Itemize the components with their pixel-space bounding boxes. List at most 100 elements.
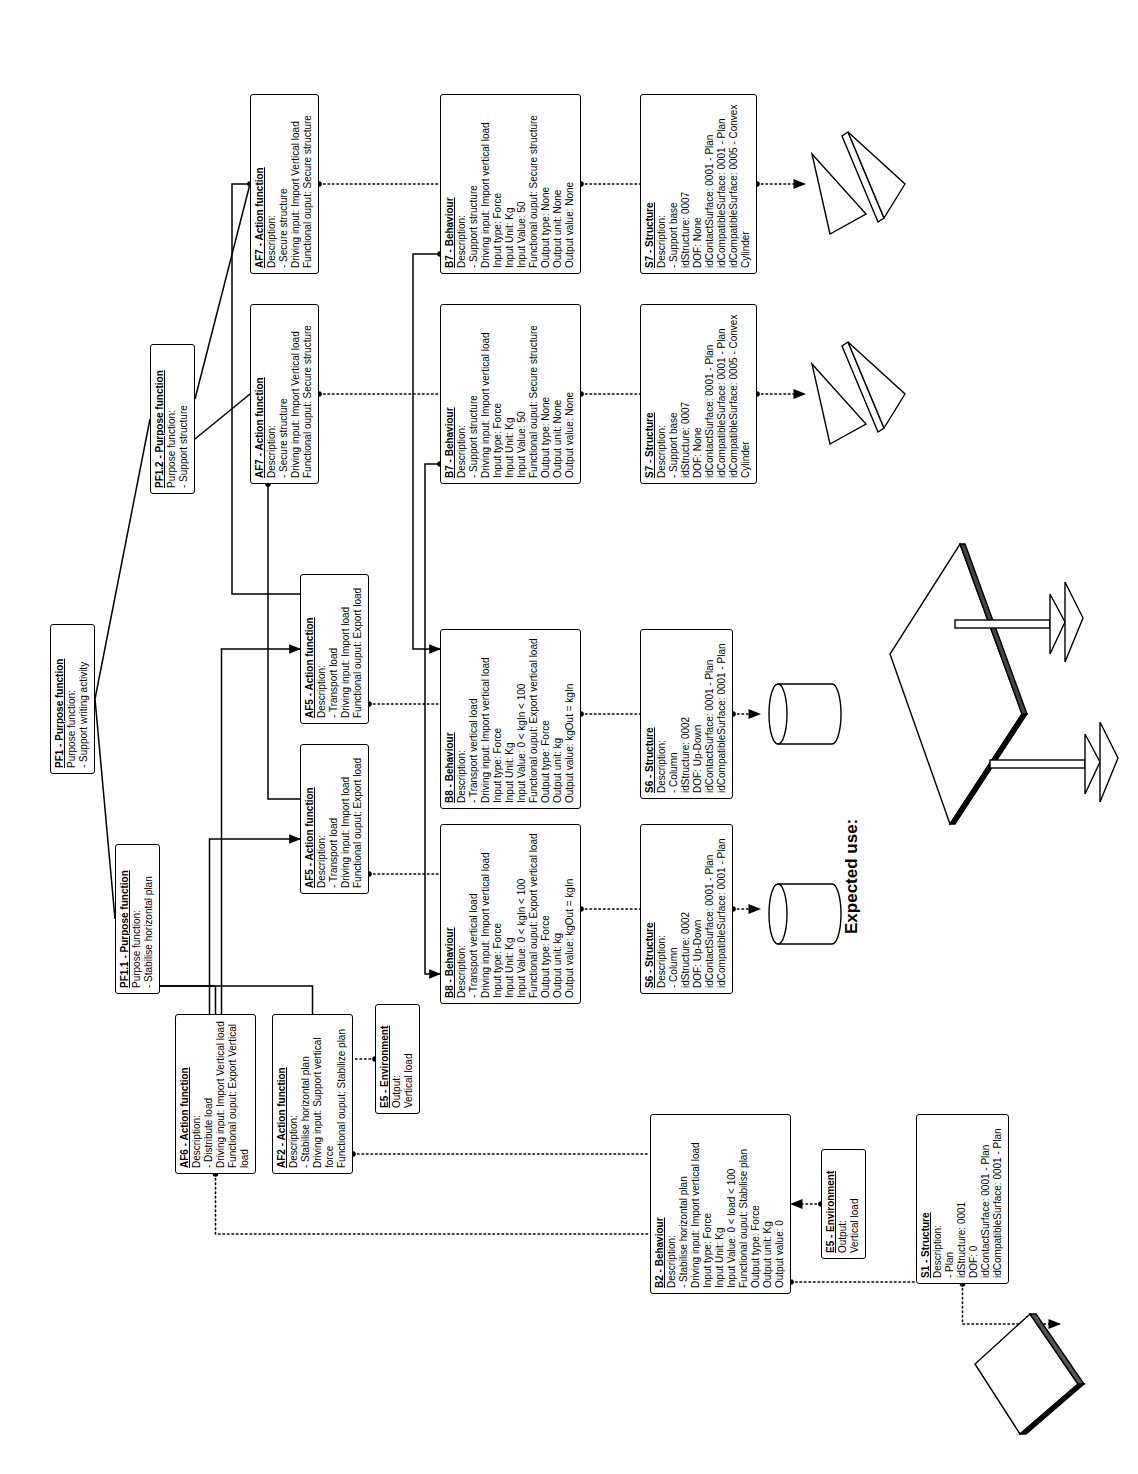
relation-connector	[581, 713, 640, 715]
relation-connector	[791, 1281, 916, 1283]
box-field: Output unit: Kg	[762, 1120, 774, 1288]
hierarchy-connector	[195, 394, 250, 439]
box-field: Description:	[656, 635, 668, 793]
box-field: Input Unit: Kg	[504, 830, 516, 998]
box-field: - Stabilise horizontal plan	[300, 1020, 312, 1168]
box-field: Output unit: kg	[552, 830, 564, 998]
box-field: idContactSurface: 0001 - Plan	[704, 830, 716, 988]
hierarchy-connector	[268, 484, 300, 799]
box-field: DOF: None	[692, 100, 704, 268]
box-field: - Support structure	[178, 350, 190, 488]
hierarchy-connector	[210, 839, 301, 1014]
hierarchy-connector	[160, 986, 216, 1014]
box-heading: AF6 - Action function	[179, 1020, 191, 1168]
model-box: PF1.1 - Purpose functionPurpose function…	[115, 844, 160, 994]
box-field: Driving input: Import Vertical load	[215, 1020, 227, 1168]
box-field: - Secure structure	[278, 100, 290, 268]
box-field: Vertical load	[849, 1155, 861, 1253]
box-field: idCompatibleSurface: 0001 - Plan	[992, 1120, 1004, 1278]
box-field: Output value: kgOut = kgIn	[564, 830, 576, 998]
box-field: Output value: None	[564, 310, 576, 478]
box-field: Output type: Force	[750, 1120, 762, 1288]
box-field: - Plan	[944, 1120, 956, 1278]
box-field: Functional ouput: Secure structure	[528, 100, 540, 268]
box-field: Driving input: Import Vertical load	[290, 310, 302, 478]
box-heading: S1 - Structure	[920, 1120, 932, 1278]
model-box: B7 - BehaviourDescription:- Support stru…	[440, 94, 581, 274]
model-box: AF5 - Action functionDescription:- Trans…	[300, 574, 369, 724]
box-field: Input type: Force	[492, 100, 504, 268]
box-field: idStructure: 0001	[956, 1120, 968, 1278]
box-heading: S7 - Structure	[644, 310, 656, 478]
box-field: Input Unit: Kg	[504, 635, 516, 803]
box-field: Input Value: 0 < load < 100	[726, 1120, 738, 1288]
box-field: Description:	[288, 1020, 300, 1168]
box-field: Output unit: None	[552, 310, 564, 478]
relation-connector	[319, 183, 440, 185]
box-heading: B8 - Behaviour	[444, 830, 456, 998]
box-field: - Transport load	[328, 750, 340, 888]
box-field: Driving input: Import Vertical load	[290, 100, 302, 268]
model-box: S6 - StructureDescription:- ColumnidStru…	[640, 629, 733, 799]
box-field: Description:	[456, 635, 468, 803]
relation-connector	[791, 1203, 821, 1205]
box-field: Functional ouput: Stabilize plan	[336, 1020, 348, 1168]
box-field: - Transport load	[328, 580, 340, 718]
box-heading: AF7 - Action function	[254, 310, 266, 478]
box-field: Description:	[266, 310, 278, 478]
relation-connector	[369, 703, 440, 705]
model-box: E5 - EnvironmentOutput:Vertical load	[375, 1004, 420, 1114]
box-field: Description:	[456, 100, 468, 268]
box-field: Input Unit: Kg	[714, 1120, 726, 1288]
box-field: DOF: Up-Down	[692, 635, 704, 793]
box-heading: AF7 - Action function	[254, 100, 266, 268]
box-field: Vertical load	[403, 1010, 415, 1108]
hierarchy-connector	[95, 699, 115, 919]
box-field: DOF: 0	[968, 1120, 980, 1278]
hierarchy-connector	[222, 649, 301, 1014]
box-field: idContactSurface: 0001 - Plan	[704, 310, 716, 478]
box-field: Input Value: 50	[516, 310, 528, 478]
box-field: Description:	[656, 100, 668, 268]
support-base-illustration	[812, 342, 905, 444]
model-box: B2 - BehaviourDescription:- Stabilise ho…	[650, 1114, 791, 1294]
box-field: Output unit: None	[552, 100, 564, 268]
box-heading: S6 - Structure	[644, 830, 656, 988]
box-field: - Column	[668, 635, 680, 793]
relation-connector	[581, 393, 640, 395]
box-heading: S7 - Structure	[644, 100, 656, 268]
model-box: E5 - EnvironmentOutput:Vertical load	[821, 1149, 866, 1259]
box-heading: B7 - Behaviour	[444, 100, 456, 268]
box-field: Output unit: kg	[552, 635, 564, 803]
box-heading: E5 - Environment	[379, 1010, 391, 1108]
box-heading: S6 - Structure	[644, 635, 656, 793]
box-field: - Support structure	[468, 310, 480, 478]
relation-connector	[369, 873, 440, 875]
leader-line	[963, 1284, 1061, 1324]
box-heading: AF5 - Action function	[304, 580, 316, 718]
box-field: Input Unit: Kg	[504, 310, 516, 478]
hierarchy-connector	[413, 254, 440, 649]
box-field: Functional ouput: Secure structure	[528, 310, 540, 478]
box-field: Output value: kgOut = kgIn	[564, 635, 576, 803]
model-box: AF7 - Action functionDescription:- Secur…	[250, 304, 319, 484]
model-box: AF6 - Action functionDescription:- Distr…	[175, 1014, 256, 1174]
box-field: Functional ouput: Export load	[352, 580, 364, 718]
box-field: idCompatibleSurface: 0001 - Plan	[716, 635, 728, 793]
box-field: Driving input: Import load	[340, 580, 352, 718]
box-field: Functional ouput: Export Vertical load	[227, 1020, 251, 1168]
box-field: Description:	[266, 100, 278, 268]
box-field: Purpose function:	[166, 350, 178, 488]
box-field: idCompatibleSurface: 0001 - Plan	[716, 310, 728, 478]
model-box: AF5 - Action functionDescription:- Trans…	[300, 744, 369, 894]
box-field: Input Value: 50	[516, 100, 528, 268]
box-field: Functional ouput: Export load	[352, 750, 364, 888]
box-field: Functional ouput: Secure structure	[302, 100, 314, 268]
box-field: Driving input: Import vertical load	[480, 830, 492, 998]
box-field: - Distribute load	[203, 1020, 215, 1168]
model-box: AF7 - Action functionDescription:- Secur…	[250, 94, 319, 274]
box-field: Driving input: Import vertical load	[480, 635, 492, 803]
box-field: Driving input: Import load	[340, 750, 352, 888]
box-field: idCompatibleSurface: 0005 - Convex Cylin…	[728, 100, 752, 268]
model-box: S7 - StructureDescription:- Support base…	[640, 94, 757, 274]
